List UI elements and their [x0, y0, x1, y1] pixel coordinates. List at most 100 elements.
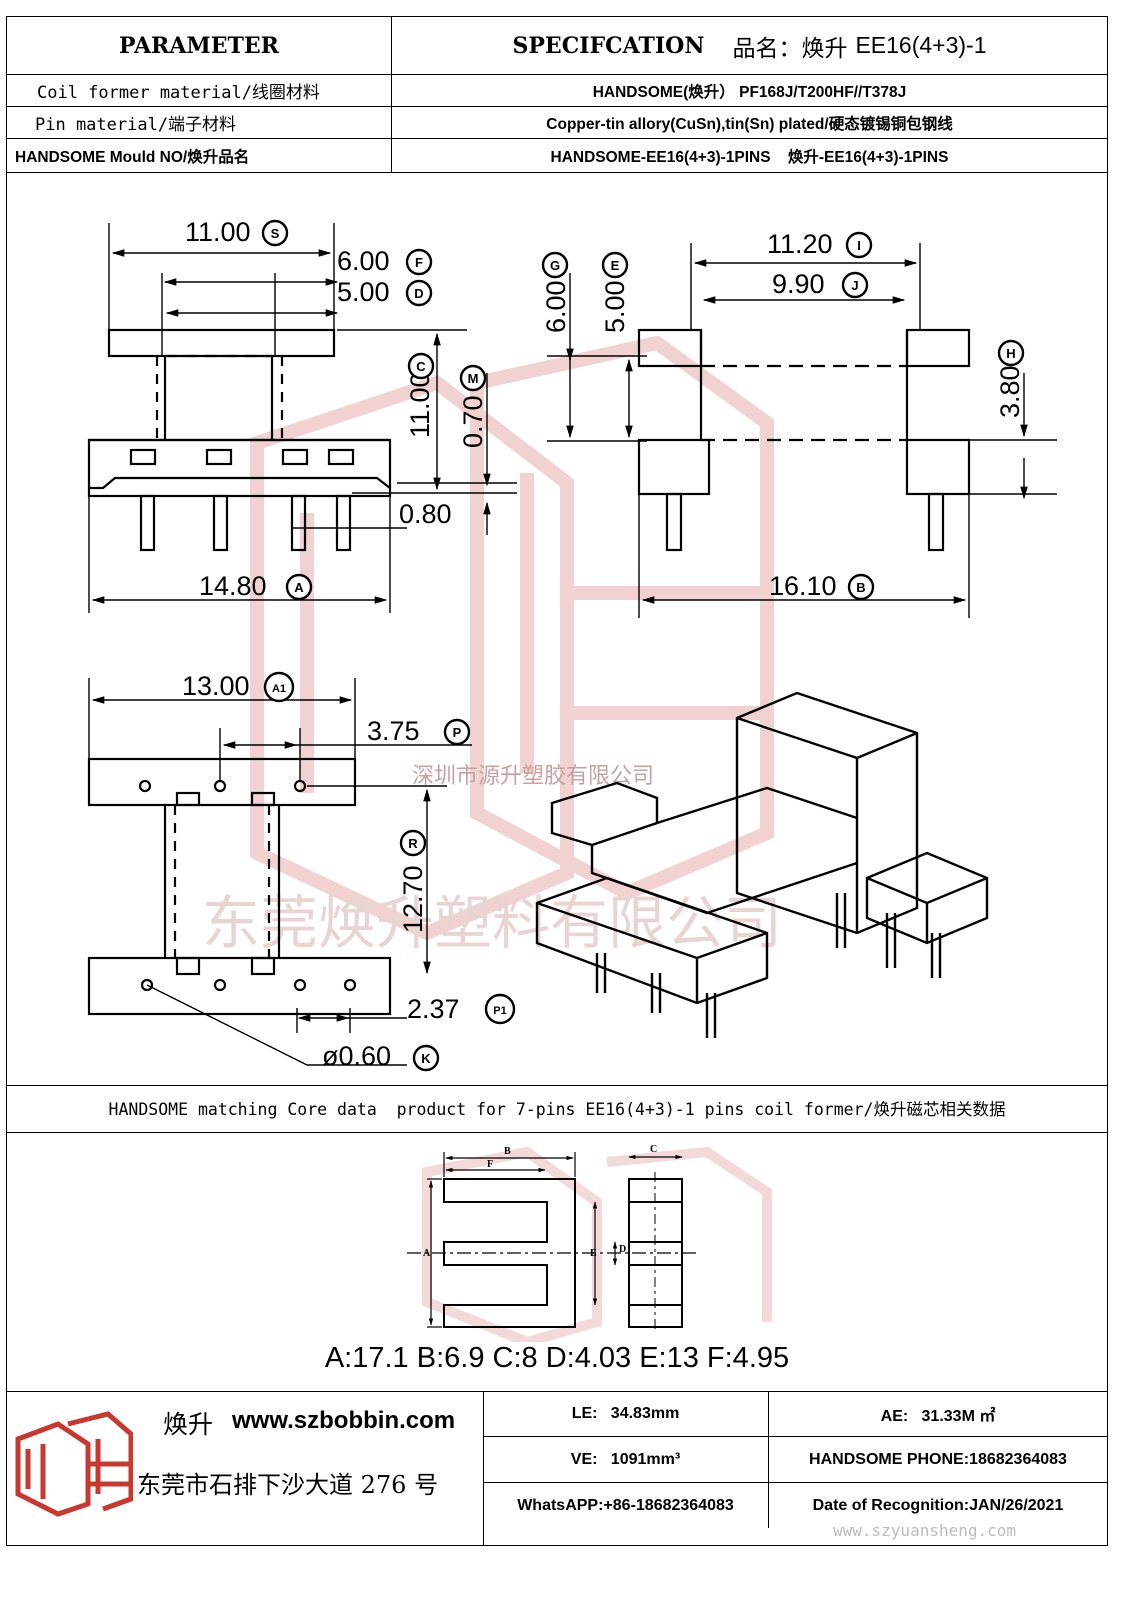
core-dimensions-text: A:17.1 B:6.9 C:8 D:4.03 E:13 F:4.95 — [324, 1342, 790, 1374]
dim-A: 14.80 — [199, 571, 267, 601]
company-block: 焕升 www.szbobbin.com 东莞市石排下沙大道 276 号 — [7, 1391, 484, 1546]
svg-text:B: B — [504, 1146, 511, 1157]
core-watermark-logo — [422, 1146, 772, 1348]
spec-row: HANDSOME Mould NO/焕升品名 HANDSOME-EE16(4+3… — [7, 139, 1107, 172]
core-drawing-area: B F A E D C A:17.1 B:6.9 C:8 D:4.03 E:13… — [7, 1132, 1107, 1392]
website-link[interactable]: www.szbobbin.com — [232, 1407, 456, 1434]
badge-D: D — [405, 279, 433, 307]
spec-value: HANDSOME-EE16(4+3)-1PINS 焕升-EE16(4+3)-1P… — [550, 148, 949, 166]
dim-H: 3.80 — [995, 365, 1025, 418]
badge-M: M — [459, 364, 487, 392]
dim-gap: 0.80 — [399, 499, 452, 529]
badge-P1: P1 — [484, 993, 516, 1025]
drawing-svg: 深圳市源升塑胶有限公司 东莞焕升塑料有限公司 — [87, 217, 1057, 1072]
svg-text:M: M — [468, 371, 479, 386]
whatsapp-number: WhatsAPP:+86-18682364083 — [483, 1483, 769, 1528]
svg-text:H: H — [1006, 346, 1015, 361]
technical-drawing: 深圳市源升塑胶有限公司 东莞焕升塑料有限公司 — [7, 172, 1107, 1086]
phone-number: HANDSOME PHONE:18682364083 — [769, 1437, 1107, 1483]
dim-F: 6.00 — [337, 246, 390, 276]
svg-text:A: A — [294, 580, 304, 595]
ve-value: VE: 1091mm³ — [483, 1437, 769, 1483]
dim-J: 9.90 — [772, 269, 825, 299]
core-data-bar: HANDSOME matching Core data product for … — [7, 1084, 1107, 1133]
dim-A1: 13.00 — [182, 671, 250, 701]
product-brand: 焕升 — [801, 35, 848, 62]
badge-A1: A1 — [263, 671, 295, 703]
badge-B: B — [847, 573, 875, 601]
dim-I: 11.20 — [767, 229, 833, 259]
recognition-date: Date of Recognition:JAN/26/2021 — [812, 1496, 1064, 1514]
spec-row: Coil former material/线圈材料 HANDSOME(焕升） P… — [7, 75, 1107, 107]
dim-P: 3.75 — [367, 716, 420, 746]
company-address: 东莞市石排下沙大道 276 号 — [137, 1471, 439, 1499]
dim-M: 0.70 — [458, 395, 488, 448]
dim-G: 6.00 — [541, 280, 571, 333]
brand-name: 焕升 — [163, 1410, 214, 1439]
badge-K: K — [412, 1044, 440, 1072]
front-view — [87, 328, 392, 552]
dim-D: 5.00 — [337, 277, 390, 307]
svg-text:F: F — [415, 255, 423, 270]
badge-S: S — [261, 219, 289, 247]
bottom-dimension-lines — [88, 678, 472, 1066]
bottom-view — [87, 757, 392, 1016]
e-core-front — [443, 1178, 576, 1328]
svg-text:S: S — [271, 226, 280, 241]
spec-value: HANDSOME(焕升） PF168J/T200HF//T378J — [592, 83, 907, 101]
side-dimension-lines — [547, 243, 1057, 618]
svg-text:C: C — [416, 359, 426, 374]
badge-F: F — [405, 248, 433, 276]
spec-value: Copper-tin allory(CuSn),tin(Sn) plated/硬… — [546, 115, 953, 133]
watermark-large: 东莞焕升塑料有限公司 — [202, 891, 782, 956]
svg-text:P1: P1 — [493, 1005, 506, 1017]
badge-I: I — [845, 231, 873, 259]
dim-E: 5.00 — [600, 280, 630, 333]
footer: 焕升 www.szbobbin.com 东莞市石排下沙大道 276 号 LE: … — [7, 1391, 1107, 1546]
spec-label: Coil former material/线圈材料 — [37, 83, 320, 103]
le-value: LE: 34.83mm — [483, 1391, 769, 1437]
isometric-view — [535, 691, 989, 1038]
svg-text:D: D — [619, 1244, 626, 1255]
svg-text:D: D — [414, 286, 423, 301]
spec-label: HANDSOME Mould NO/焕升品名 — [15, 148, 250, 166]
svg-text:K: K — [421, 1051, 431, 1066]
svg-text:J: J — [851, 278, 858, 293]
svg-text:E: E — [611, 258, 620, 273]
badge-C: C — [407, 352, 435, 380]
svg-text:R: R — [408, 836, 418, 851]
svg-text:I: I — [857, 238, 861, 253]
dim-S: 11.00 — [185, 217, 251, 247]
badge-A: A — [285, 573, 313, 601]
watermark-url: www.szyuansheng.com — [833, 1521, 1017, 1540]
dim-R: 12.70 — [398, 865, 428, 933]
svg-text:G: G — [550, 258, 560, 273]
svg-text:C: C — [650, 1144, 657, 1155]
badge-P: P — [443, 718, 471, 746]
spec-sheet: PARAMETER SPECIFCATION 品名： 焕升 EE16(4+3)-… — [6, 16, 1108, 1546]
badge-R: R — [399, 829, 427, 857]
product-model: EE16(4+3)-1 — [855, 32, 987, 58]
svg-text:E: E — [590, 1248, 597, 1259]
dimension-badges: S F D C M A I J G E H B A1 P R P1 K — [261, 219, 1025, 1072]
svg-text:A1: A1 — [272, 683, 286, 695]
dimension-labels: 11.00 6.00 5.00 11.00 0.70 0.80 14.80 11… — [182, 217, 1025, 1071]
badge-H: H — [997, 339, 1025, 367]
product-name-label: 品名： — [732, 35, 802, 62]
watermark-logo — [250, 335, 774, 941]
dim-C: 11.00 — [405, 372, 435, 438]
spec-label: Pin material/端子材料 — [35, 115, 237, 135]
parameter-header: PARAMETER — [119, 32, 279, 59]
svg-text:P: P — [453, 725, 462, 740]
svg-text:B: B — [856, 580, 865, 595]
company-logo — [15, 1411, 133, 1517]
e-core-side — [628, 1172, 683, 1332]
front-dimension-lines — [88, 223, 517, 613]
header-row: PARAMETER SPECIFCATION 品名： 焕升 EE16(4+3)-… — [7, 17, 1107, 75]
badge-J: J — [841, 271, 869, 299]
badge-G: G — [541, 251, 569, 279]
dim-B: 16.10 — [769, 571, 837, 601]
svg-text:A: A — [423, 1248, 431, 1259]
specification-header: SPECIFCATION — [512, 32, 705, 59]
ae-value: AE: 31.33M ㎡ — [769, 1391, 1107, 1437]
